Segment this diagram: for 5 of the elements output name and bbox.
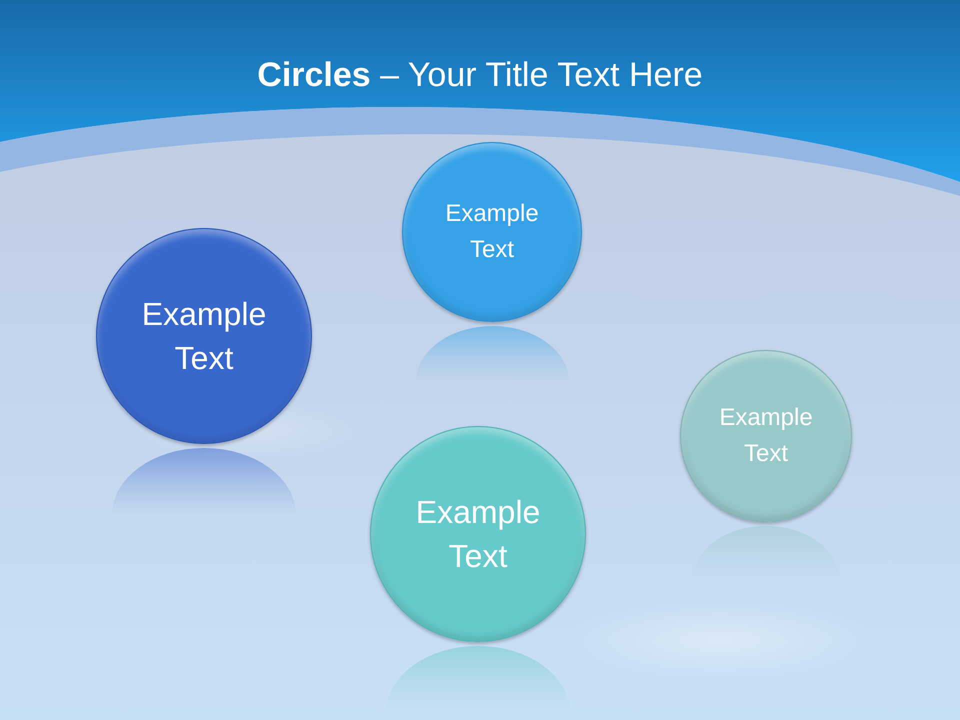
node-label: Example Text — [718, 403, 814, 469]
node-label: Example Text — [444, 199, 540, 265]
slide-title: Circles – Your Title Text Here — [257, 55, 703, 96]
node-label: Example Text — [414, 493, 542, 576]
node-label: Example Text — [140, 295, 268, 378]
